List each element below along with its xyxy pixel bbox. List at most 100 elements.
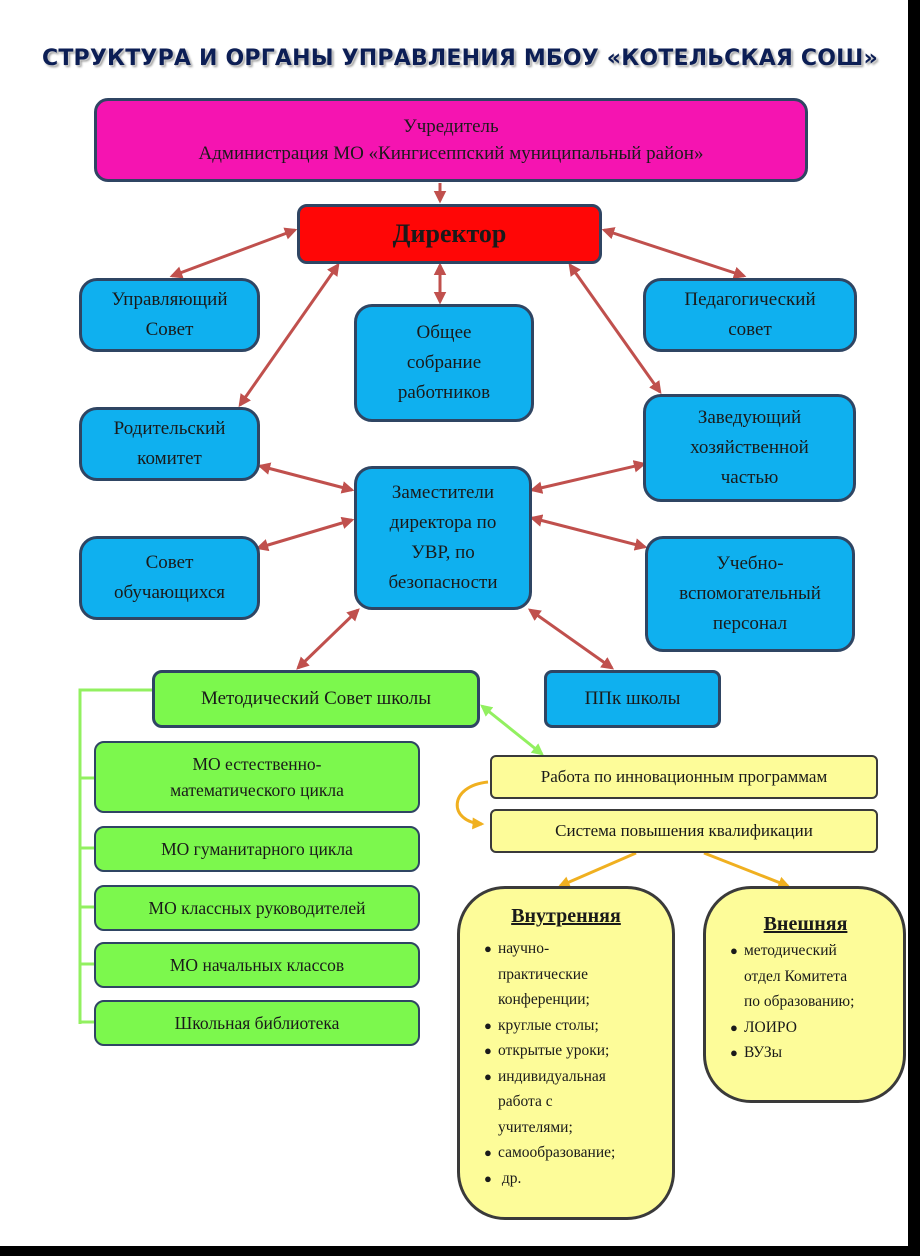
arrow-deputies-ppk <box>527 608 615 670</box>
list-item-text: индивидуальная <box>498 1067 606 1085</box>
arrow-director-pedagogical-council <box>601 227 747 279</box>
pedagogical-council-line1: Педагогический <box>684 289 816 310</box>
bullet-icon: ● <box>484 1068 492 1084</box>
methodical-council-label: Методический Совет школы <box>200 688 432 709</box>
bullet-icon: ● <box>484 1145 492 1160</box>
bullet-icon: ● <box>484 1043 492 1058</box>
mo-item: Школьная библиотека <box>94 1000 420 1046</box>
bullet-icon: ● <box>730 1019 738 1035</box>
mo-item-label: МО гуманитарного цикла <box>161 839 353 859</box>
list-item: ● ВУЗы <box>730 1040 895 1066</box>
innovation-box: Работа по инновационным программам <box>490 755 878 799</box>
general-meeting-line3: работников <box>397 382 491 403</box>
pedagogical-council-line2: совет <box>728 319 772 340</box>
bullet-icon: ● <box>484 941 492 956</box>
internal-list: ● научно-практические конференции; ● круглы… <box>484 936 662 1192</box>
arrow-deputies-student-council <box>255 516 355 552</box>
methodical-council-box: Методический Совет школы <box>152 670 480 728</box>
mo-item: МО естественно- математического цикла <box>94 741 420 813</box>
list-item-text: конференции; <box>498 991 590 1008</box>
list-item: ● научно-практические конференции; <box>484 936 662 1013</box>
general-meeting-line1: Общее <box>416 322 472 343</box>
arrow-deputies-household-head <box>529 460 647 494</box>
student-council-line1: Совет <box>145 552 194 573</box>
deputies-line2: директора по <box>389 512 497 533</box>
list-item-text: методический <box>744 942 837 959</box>
list-item: ● др. <box>484 1166 662 1192</box>
arrow-director-household-head <box>568 262 662 395</box>
external-heading: Внешняя <box>763 913 848 935</box>
list-item-text: практические <box>498 965 588 983</box>
managing-council-line2: Совет <box>145 319 194 340</box>
list-item-text: круглые столы; <box>498 1016 599 1034</box>
deputies-box: Заместители директора по УВР, по безопас… <box>354 466 532 610</box>
bullet-icon: ● <box>484 1017 492 1033</box>
bottom-border <box>0 1246 920 1256</box>
arrow-deputies-methodical-council <box>296 608 360 670</box>
general-meeting-line2: собрание <box>406 352 482 373</box>
parent-committee-line2: комитет <box>137 448 202 469</box>
list-item-text: др. <box>498 1169 522 1187</box>
arrow-director-parent-committee <box>238 262 340 408</box>
parent-committee-line1: Родительский <box>113 418 226 439</box>
support-staff-box: Учебно- вспомогательный персонал <box>645 536 855 652</box>
list-item-text: работа с <box>498 1093 553 1110</box>
student-council-box: Совет обучающихся <box>79 536 260 620</box>
support-staff-line3: персонал <box>712 613 788 634</box>
arrow-methodical-innovation <box>480 704 544 756</box>
ppk-label: ППк школы <box>584 688 681 709</box>
mo-item-line1: МО естественно- <box>192 754 322 774</box>
bullet-icon: ● <box>730 1045 738 1060</box>
list-item-text: ЛОИРО <box>744 1018 797 1036</box>
deputies-line1: Заместители <box>391 482 495 503</box>
list-item-text: научно- <box>498 940 550 957</box>
innovation-label: Работа по инновационным программам <box>540 767 828 786</box>
founder-label: Учредитель <box>403 116 499 137</box>
managing-council-line1: Управляющий <box>111 289 228 310</box>
list-item-text: учителями; <box>498 1118 573 1136</box>
bullet-icon: ● <box>484 1170 492 1186</box>
support-staff-line2: вспомогательный <box>679 583 821 604</box>
bracket-methodical-mo <box>78 688 152 1024</box>
arrow-deputies-parent-committee <box>257 462 355 494</box>
general-meeting-box: Общее собрание работников <box>354 304 534 422</box>
parent-committee-box: Родительский комитет <box>79 407 260 481</box>
arrow-deputies-support-staff <box>529 514 648 551</box>
founder-name: Администрация МО «Кингисеппский муниципа… <box>198 143 704 164</box>
qualification-box: Система повышения квалификации <box>490 809 878 853</box>
mo-item: МО классных руководителей <box>94 885 420 931</box>
director-label: Директор <box>392 219 507 248</box>
student-council-line2: обучающихся <box>113 582 226 603</box>
mo-item-label: МО классных руководителей <box>148 898 366 918</box>
list-item-text: ВУЗы <box>744 1044 783 1061</box>
deputies-line3: УВР, по <box>411 542 475 563</box>
founder-box: Учредитель Администрация МО «Кингисеппск… <box>94 98 808 182</box>
household-head-box: Заведующий хозяйственной частью <box>643 394 856 502</box>
list-item: ● ЛОИРО <box>730 1015 895 1041</box>
qualification-label: Система повышения квалификации <box>555 821 813 840</box>
household-head-line1: Заведующий <box>697 407 802 428</box>
household-head-line3: частью <box>720 467 779 488</box>
internal-box: Внутренняя ● научно-практические конференц… <box>457 886 675 1220</box>
list-item: ● самообразование; <box>484 1140 662 1166</box>
list-item: ● открытые уроки; <box>484 1038 662 1064</box>
internal-heading: Внутренняя <box>511 905 621 927</box>
arrow-director-managing-council <box>169 227 298 279</box>
list-item-text: самообразование; <box>498 1144 616 1161</box>
list-item-text: открытые уроки; <box>498 1042 610 1059</box>
arrow-innovation-qualification <box>455 780 489 830</box>
support-staff-line1: Учебно- <box>716 553 784 574</box>
ppk-box: ППк школы <box>544 670 721 728</box>
mo-item-line2: математического цикла <box>170 780 344 800</box>
managing-council-box: Управляющий Совет <box>79 278 260 352</box>
deputies-line4: безопасности <box>388 572 498 593</box>
pedagogical-council-box: Педагогический совет <box>643 278 857 352</box>
director-box: Директор <box>297 204 602 264</box>
list-item-text: отдел Комитета <box>744 967 848 985</box>
list-item: ● круглые столы; <box>484 1013 662 1039</box>
household-head-line2: хозяйственной <box>690 437 809 458</box>
